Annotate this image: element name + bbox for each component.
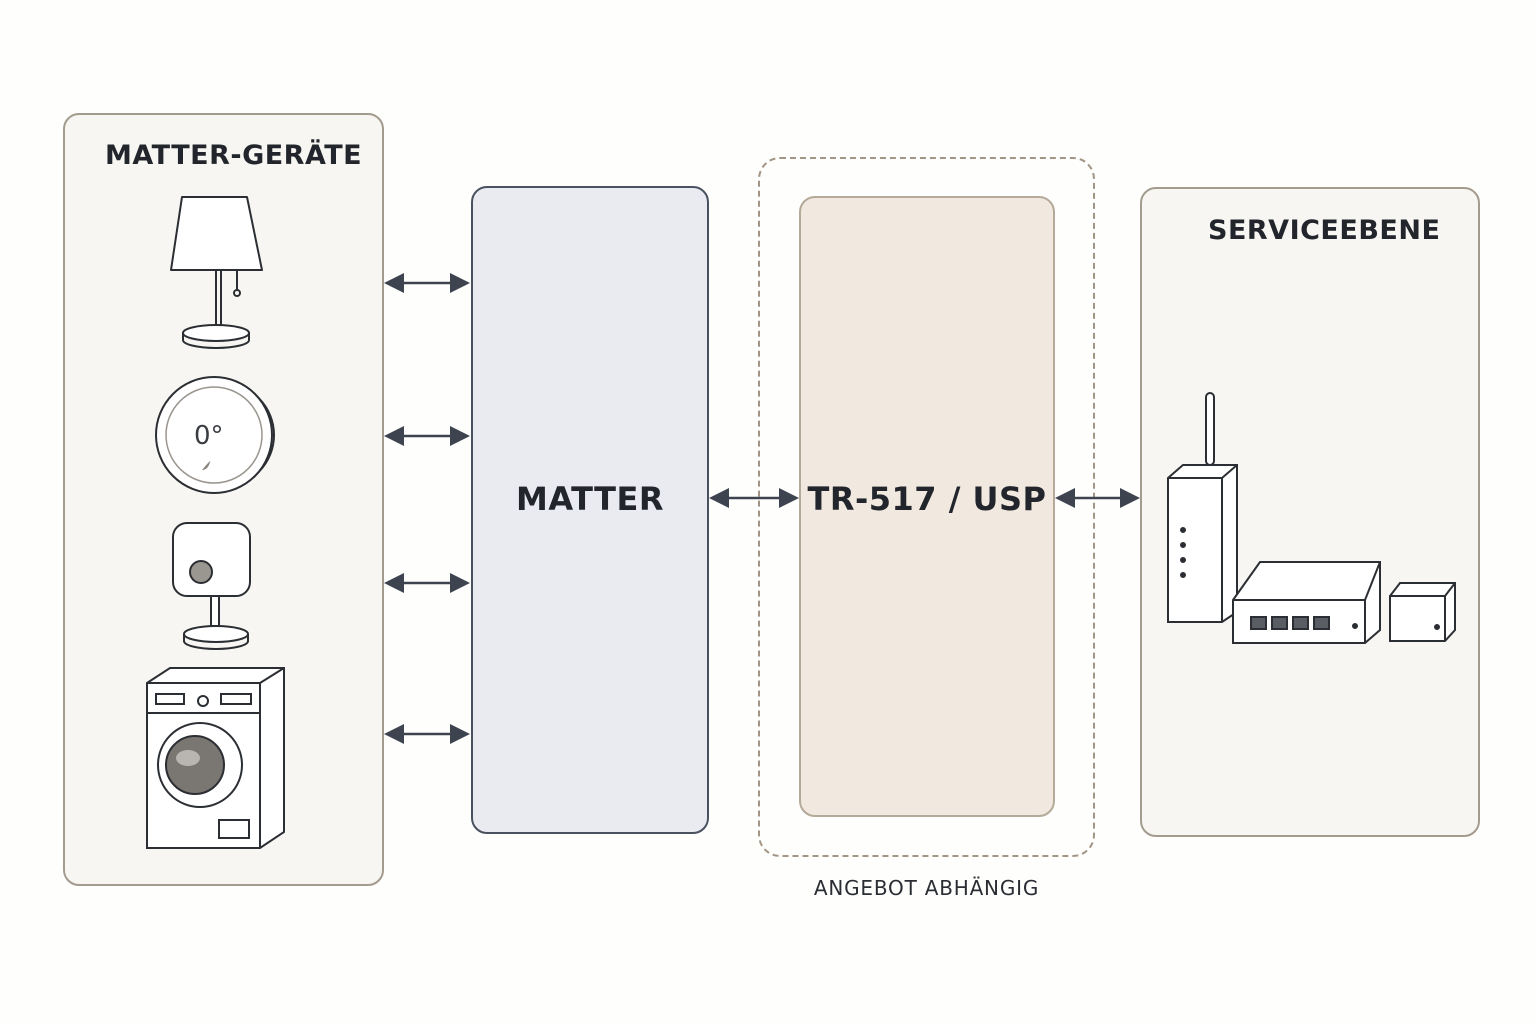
- matter-devices-panel: [63, 113, 384, 886]
- offer-dependent-caption: ANGEBOT ABHÄNGIG: [813, 876, 1040, 900]
- matter-devices-title: MATTER-GERÄTE: [105, 140, 363, 171]
- tr517-usp-label: TR-517 / USP: [807, 480, 1047, 518]
- tr517-usp-block: [799, 196, 1055, 817]
- matter-label: MATTER: [515, 480, 664, 518]
- matter-block: [471, 186, 709, 834]
- service-level-title: SERVICEEBENE: [1208, 215, 1441, 246]
- service-level-panel: [1140, 187, 1480, 837]
